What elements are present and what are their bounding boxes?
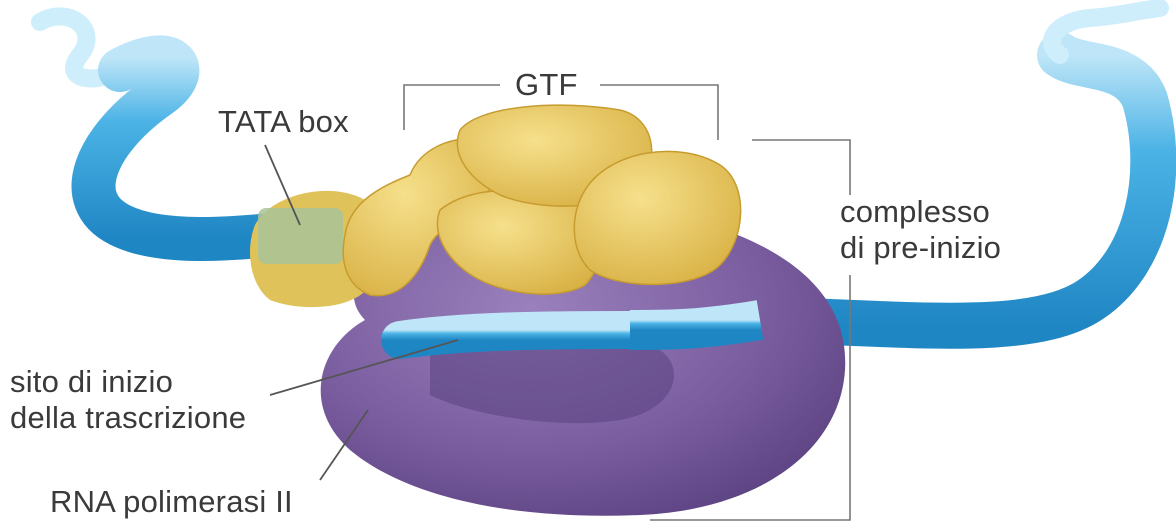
start-site-label-line1: sito di inizio xyxy=(10,364,173,399)
rna-pol-label: RNA polimerasi II xyxy=(50,484,293,519)
tata-box-label: TATA box xyxy=(218,104,349,139)
gtf-label: GTF xyxy=(515,67,578,102)
dna-through-polymerase xyxy=(400,320,760,340)
start-site-label-line2: della trascrizione xyxy=(10,400,246,435)
gtf-proteins xyxy=(343,105,740,295)
dna-right-strand xyxy=(760,8,1160,326)
complex-label-line2: di pre-inizio xyxy=(840,230,1001,265)
complex-label-line1: complesso xyxy=(840,194,990,229)
